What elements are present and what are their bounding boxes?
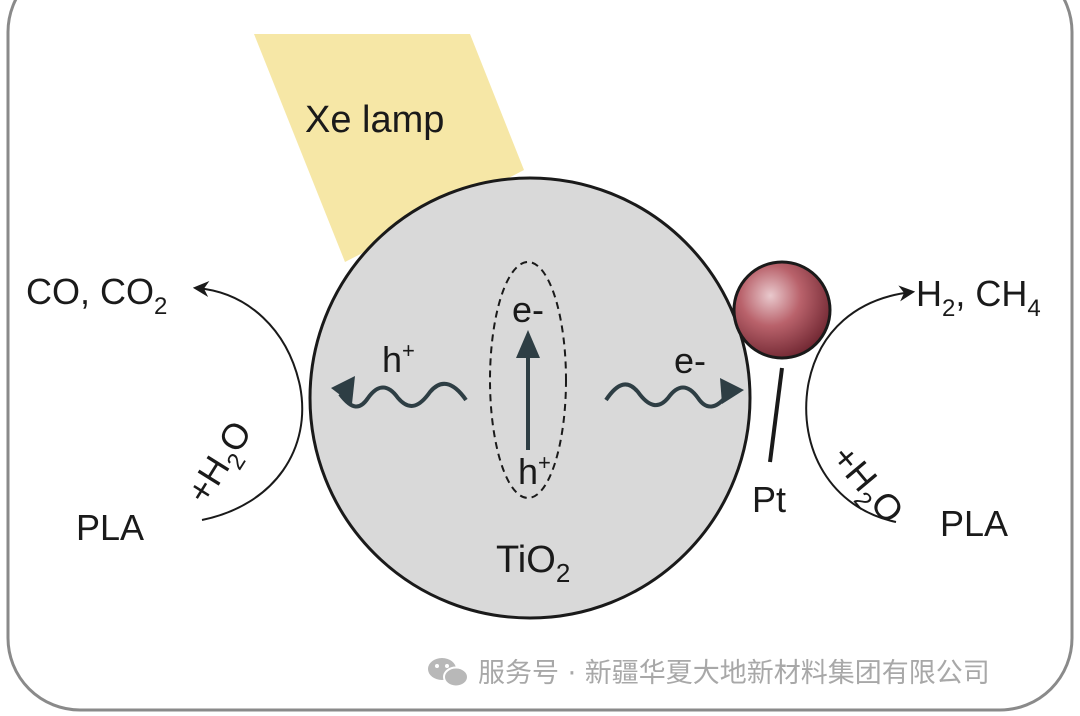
right-water-label: +H2O — [818, 437, 912, 536]
watermark-text: 服务号 · 新疆华夏大地新材料集团有限公司 — [478, 658, 990, 689]
exciton-ellipse — [489, 261, 567, 499]
right-pla-label: PLA — [940, 503, 1008, 544]
exciton-hole-label: h+ — [518, 450, 551, 492]
pt-pointer-line — [768, 367, 784, 463]
xe-lamp-label: Xe lamp — [305, 99, 444, 141]
right-reaction-arrow — [805, 285, 916, 523]
right-product-label: H2, CH4 — [916, 273, 1041, 322]
tio2-label: TiO2 — [496, 539, 570, 588]
hole-arrow-head — [331, 376, 355, 404]
wechat-icon — [428, 658, 469, 688]
left-reaction-arrow — [192, 281, 304, 521]
excitation-arrow-head — [516, 330, 540, 358]
hole-wavy-arrow — [338, 381, 468, 409]
electron-wavy-arrow — [604, 382, 730, 409]
electron-arrow-head — [720, 378, 744, 404]
left-product-label: CO, CO2 — [26, 271, 167, 320]
pt-label: Pt — [752, 479, 786, 520]
exciton-electron-label: e- — [512, 289, 544, 330]
outer-frame — [6, 0, 1074, 712]
pt-nanoparticle — [732, 260, 832, 360]
left-pla-label: PLA — [76, 507, 144, 548]
electron-transfer-label: e- — [674, 340, 706, 381]
light-beam — [254, 34, 524, 262]
hole-transfer-label: h+ — [382, 338, 415, 380]
